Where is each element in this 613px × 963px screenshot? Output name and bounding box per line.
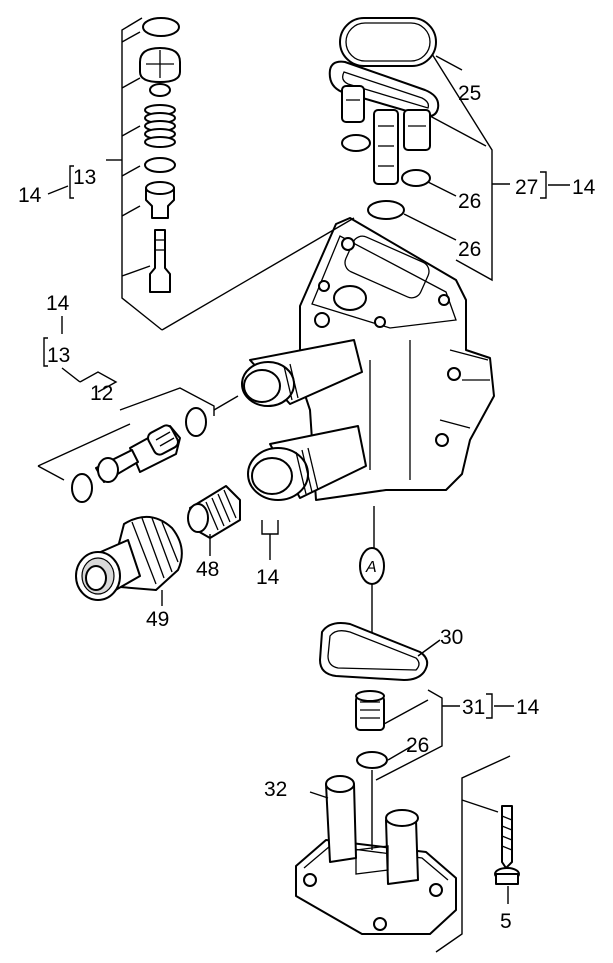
label-31: 31 [462,696,485,719]
label-14-left: 14 [46,292,70,315]
o-ring-12-left [71,473,93,503]
screw-5 [435,755,520,953]
label-26-a: 26 [458,190,481,213]
hose-connector-49 [75,516,183,606]
o-ring-top [142,17,180,37]
o-ring-26-right [401,169,431,187]
valve-assembly-13 [106,17,181,331]
valve-seat [145,187,175,219]
pump-head-body [241,217,495,548]
cover-32 [295,770,457,935]
label-26-c: 26 [406,734,429,757]
label-49: 49 [146,608,169,631]
o-ring-26-lower [367,200,405,220]
o-ring-26-bottom [356,751,388,769]
label-12: 12 [90,382,113,405]
filter-cartridge-2 [403,109,431,151]
seal-ring-25 [339,17,437,67]
callout-a-label: A [365,559,377,576]
filter-assembly-27 [328,17,510,282]
valve-pin [149,229,171,293]
label-5: 5 [500,910,512,933]
label-30: 30 [440,626,463,649]
body-port [333,285,367,311]
valve-31 [355,689,460,781]
label-14-mid: 14 [256,566,280,589]
o-ring-12-right [185,407,207,437]
filter-cartridge-3 [373,109,399,185]
o-ring-mid [144,157,176,173]
gasket-30 [319,622,441,681]
o-ring-26-left [341,134,371,152]
label-26-b: 26 [458,238,481,261]
valve-assembly-12 [37,387,239,503]
label-32: 32 [264,778,287,801]
label-25: 25 [458,82,481,105]
spring [144,104,176,148]
filter-insert-48 [187,485,241,556]
filter-cartridge-1 [341,85,365,123]
label-27: 27 [515,176,538,199]
label-13-left: 13 [47,344,70,367]
label-31-ref-14: 14 [516,696,540,719]
label-27-ref-14: 14 [572,176,596,199]
label-48: 48 [196,558,219,581]
label-14-top-left: 14 [18,184,42,207]
label-13-top: 13 [73,166,96,189]
